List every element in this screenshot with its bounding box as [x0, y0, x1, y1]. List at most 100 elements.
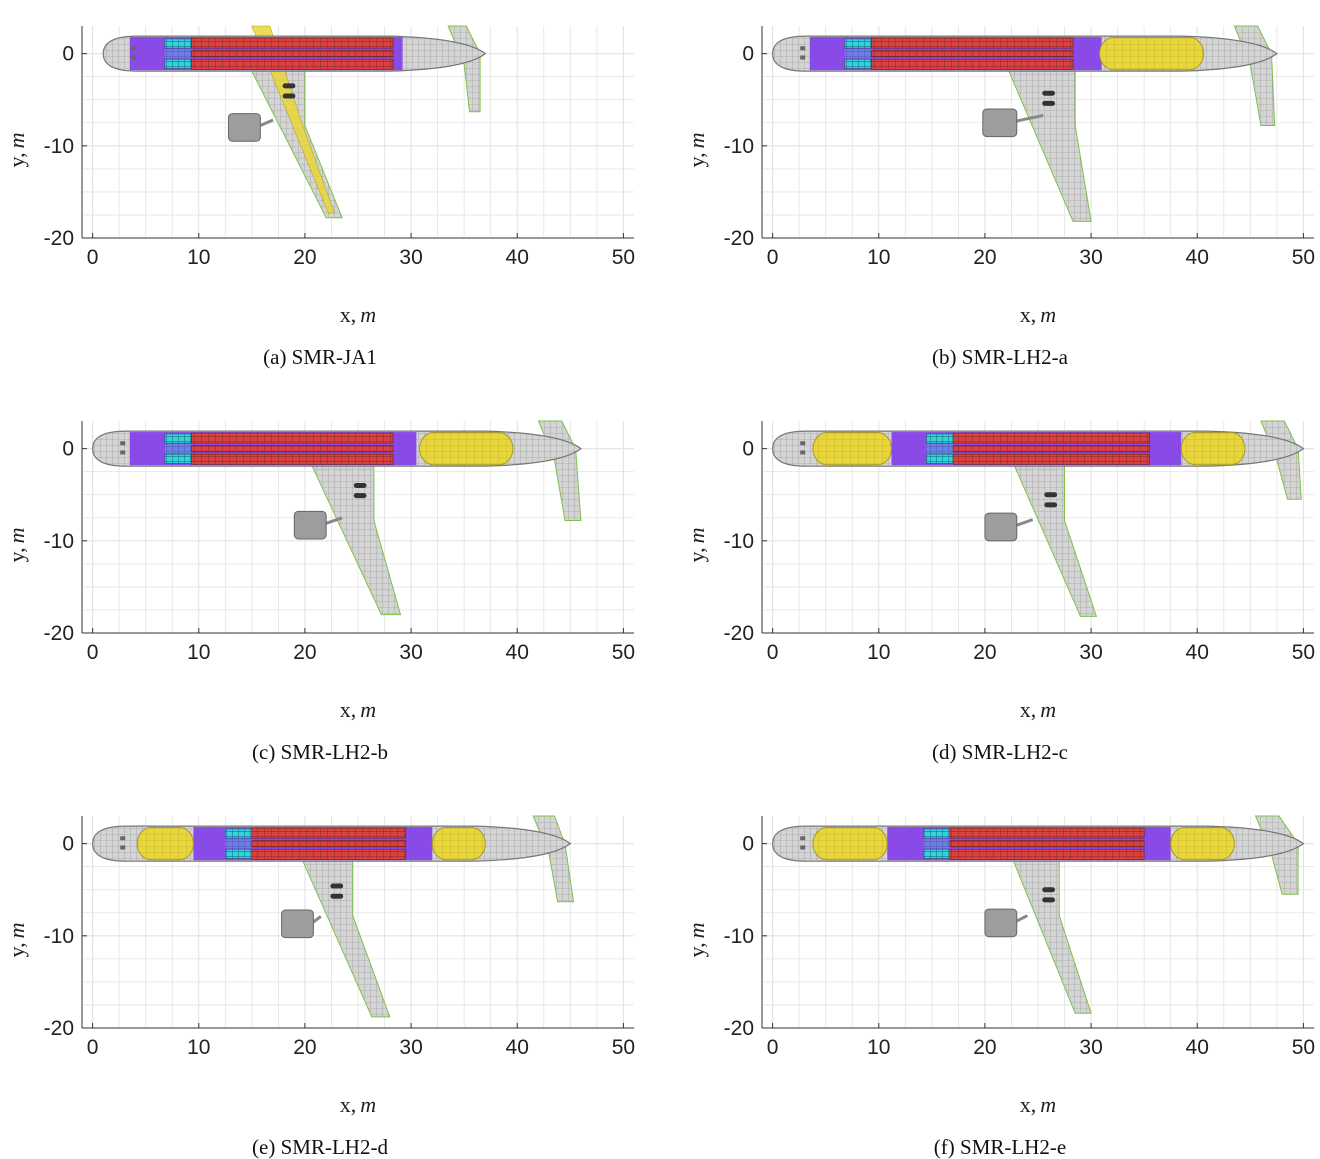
y-tick-label: -10: [44, 135, 74, 158]
galley-block: [164, 38, 192, 49]
cockpit-window: [800, 46, 806, 51]
x-tick-label: 30: [399, 641, 422, 664]
seat-rows: [191, 50, 394, 58]
x-tick-label: 40: [1186, 1036, 1209, 1059]
y-tick-label: -20: [44, 622, 74, 645]
x-tick-label: 20: [293, 1036, 316, 1059]
y-axis-label: y,m: [684, 923, 709, 958]
cockpit-window: [120, 836, 126, 841]
seat-rows: [952, 445, 1150, 453]
x-tick-label: 20: [293, 641, 316, 664]
panel-caption: (d) SMR-LH2-c: [932, 740, 1068, 764]
landing-gear: [330, 883, 344, 889]
seat-rows: [251, 848, 407, 860]
x-tick-label: 0: [767, 246, 779, 269]
y-axis-label: y,m: [4, 133, 29, 168]
panel-caption: (a) SMR-JA1: [263, 345, 377, 369]
landing-gear: [1042, 887, 1055, 893]
y-tick-label: 0: [742, 833, 754, 856]
x-tick-label: 10: [187, 641, 210, 664]
engine-pylon: [312, 915, 322, 924]
x-tick-label: 50: [1292, 641, 1315, 664]
landing-gear: [1042, 90, 1055, 96]
wing-fuel-tank: [251, 25, 336, 214]
x-tick-label: 20: [973, 641, 996, 664]
landing-gear: [1042, 100, 1055, 106]
y-tick-label: 0: [62, 833, 74, 856]
x-tick-label: 30: [1079, 1036, 1102, 1059]
seat-rows: [251, 840, 407, 848]
landing-gear: [353, 483, 367, 489]
cockpit-window: [130, 55, 136, 60]
x-tick-label: 20: [293, 246, 316, 269]
x-tick-label: 0: [87, 1036, 99, 1059]
hydrogen-tank: [812, 432, 893, 466]
engine-pylon: [325, 516, 343, 525]
y-tick-label: -20: [724, 622, 754, 645]
x-tick-label: 50: [612, 246, 635, 269]
engine-nacelle: [227, 113, 261, 142]
x-tick-label: 10: [867, 1036, 890, 1059]
x-tick-label: 40: [506, 641, 529, 664]
galley-block: [923, 848, 951, 859]
horizontal-tail: [532, 815, 575, 903]
x-tick-label: 30: [399, 246, 422, 269]
y-tick-label: -20: [44, 227, 74, 250]
galley-aisle: [164, 444, 192, 454]
seat-rows: [191, 58, 394, 70]
galley-block: [164, 58, 192, 69]
x-tick-label: 0: [767, 641, 779, 664]
x-tick-label: 50: [612, 1036, 635, 1059]
hydrogen-tank: [136, 827, 194, 861]
x-tick-label: 0: [767, 1036, 779, 1059]
y-tick-label: -10: [44, 925, 74, 948]
seat-rows: [251, 827, 407, 839]
landing-gear: [282, 93, 296, 99]
galley-aisle: [923, 839, 950, 849]
x-axis-label: x,m: [1020, 302, 1056, 327]
x-tick-label: 40: [1186, 246, 1209, 269]
galley-aisle: [926, 444, 954, 454]
x-tick-label: 20: [973, 1036, 996, 1059]
landing-gear: [282, 83, 296, 89]
panel-caption: (f) SMR-LH2-e: [934, 1135, 1066, 1159]
x-tick-label: 30: [1079, 246, 1102, 269]
x-tick-label: 50: [612, 641, 635, 664]
landing-gear: [353, 493, 367, 499]
galley-block: [844, 38, 872, 49]
galley-block: [225, 828, 253, 839]
cockpit-window: [800, 441, 806, 446]
engine-nacelle: [982, 108, 1018, 138]
galley-block: [844, 58, 872, 69]
cockpit-window: [800, 845, 806, 850]
x-tick-label: 30: [399, 1036, 422, 1059]
panel-caption: (b) SMR-LH2-a: [932, 345, 1069, 369]
landing-gear: [330, 893, 344, 899]
y-tick-label: 0: [742, 43, 754, 66]
hydrogen-tank: [1099, 37, 1205, 71]
hydrogen-tank: [431, 827, 486, 861]
x-tick-label: 10: [867, 246, 890, 269]
engine-nacelle: [293, 510, 327, 540]
x-tick-label: 20: [973, 246, 996, 269]
y-tick-label: -20: [724, 227, 754, 250]
x-axis-label: x,m: [1020, 697, 1056, 722]
engine-pylon: [1016, 518, 1034, 527]
y-tick-label: -10: [724, 925, 754, 948]
seat-rows: [871, 37, 1074, 49]
seat-rows: [952, 453, 1150, 465]
cockpit-window: [800, 836, 806, 841]
cockpit-window: [120, 441, 126, 446]
hydrogen-tank: [1170, 827, 1235, 861]
